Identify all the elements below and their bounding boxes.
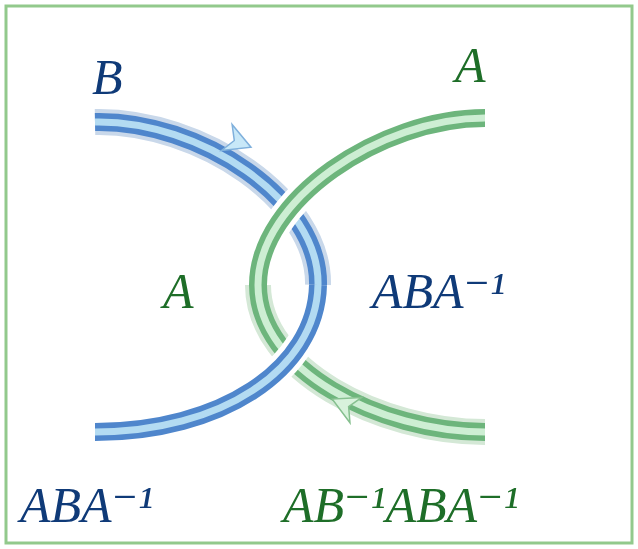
strand-label: A <box>163 266 194 316</box>
strand-label: AB⁻¹ABA⁻¹ <box>283 480 518 530</box>
strand-label: ABA⁻¹ <box>20 480 153 530</box>
frame <box>6 6 632 543</box>
strand-label: A <box>455 40 486 90</box>
green-arrowhead <box>326 386 361 422</box>
green-strand-upper <box>258 118 485 285</box>
blue-arrowhead <box>222 125 257 161</box>
strand-label: B <box>92 52 123 102</box>
strand-label: ABA⁻¹ <box>372 266 505 316</box>
blue-strand-lower <box>95 285 318 432</box>
